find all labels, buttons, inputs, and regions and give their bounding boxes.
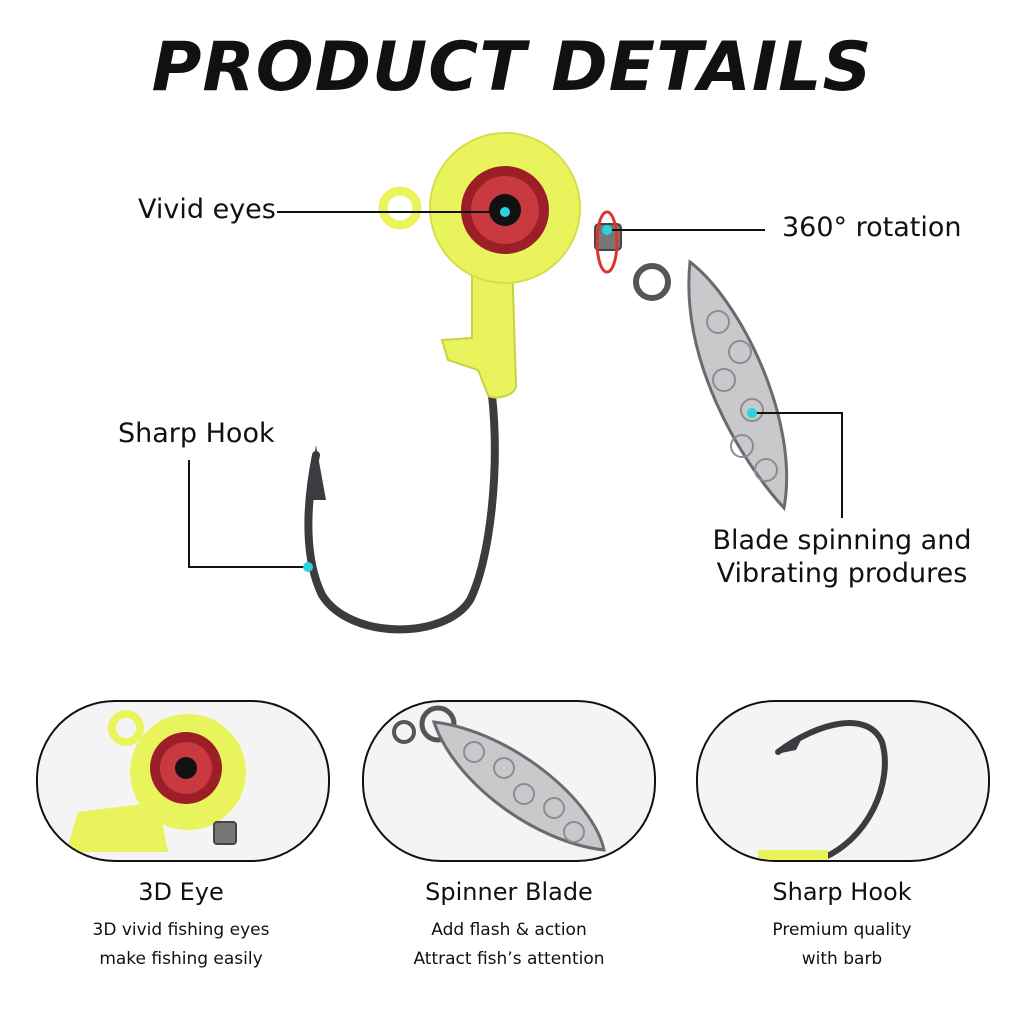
rotation-marker — [602, 225, 612, 235]
feature-line: Premium quality — [772, 920, 912, 940]
hook-closeup-icon — [758, 720, 888, 860]
hook-barb — [308, 445, 326, 500]
feature-title: Spinner Blade — [425, 878, 593, 906]
page-title: PRODUCT DETAILS — [151, 28, 873, 107]
feature-line: make fishing easily — [99, 949, 263, 969]
callout-blade-line2: Vibrating produres — [716, 558, 968, 589]
blade-dimples — [706, 310, 778, 482]
jig-shank — [440, 259, 518, 399]
feature-image-spinner-blade — [362, 700, 656, 862]
callout-sharp-hook: Sharp Hook — [118, 418, 275, 449]
split-ring — [633, 263, 671, 301]
callout-blade: Blade spinning and Vibrating produres — [712, 524, 972, 590]
eyes-marker — [500, 207, 510, 217]
eye-closeup-icon — [66, 710, 246, 852]
feature-spinner-blade: Spinner Blade Add flash & action Attract… — [359, 878, 659, 974]
feature-line: with barb — [801, 949, 883, 969]
spinner-blade — [687, 259, 789, 512]
line-tie-loop — [378, 186, 422, 230]
feature-line: Attract fish’s attention — [413, 949, 605, 969]
feature-image-sharp-hook — [696, 700, 990, 862]
feature-line: 3D vivid fishing eyes — [92, 920, 270, 940]
feature-title: Sharp Hook — [772, 878, 912, 906]
callout-rotation: 360° rotation — [782, 212, 962, 243]
blade-marker — [747, 408, 757, 418]
callout-blade-line1: Blade spinning and — [712, 525, 972, 556]
hook-leader — [188, 460, 308, 568]
callout-vivid-eyes: Vivid eyes — [138, 194, 276, 225]
feature-3d-eye: 3D Eye 3D vivid fishing eyes make fishin… — [31, 878, 331, 974]
blade-closeup-icon — [392, 705, 606, 852]
feature-sharp-hook: Sharp Hook Premium quality with barb — [692, 878, 992, 974]
rotation-arrow — [595, 210, 619, 274]
blade-leader — [752, 412, 843, 518]
feature-image-3d-eye — [36, 700, 330, 862]
hook-wire — [304, 391, 499, 634]
feature-title: 3D Eye — [138, 878, 224, 906]
feature-line: Add flash & action — [431, 920, 587, 940]
hook-marker — [303, 562, 313, 572]
